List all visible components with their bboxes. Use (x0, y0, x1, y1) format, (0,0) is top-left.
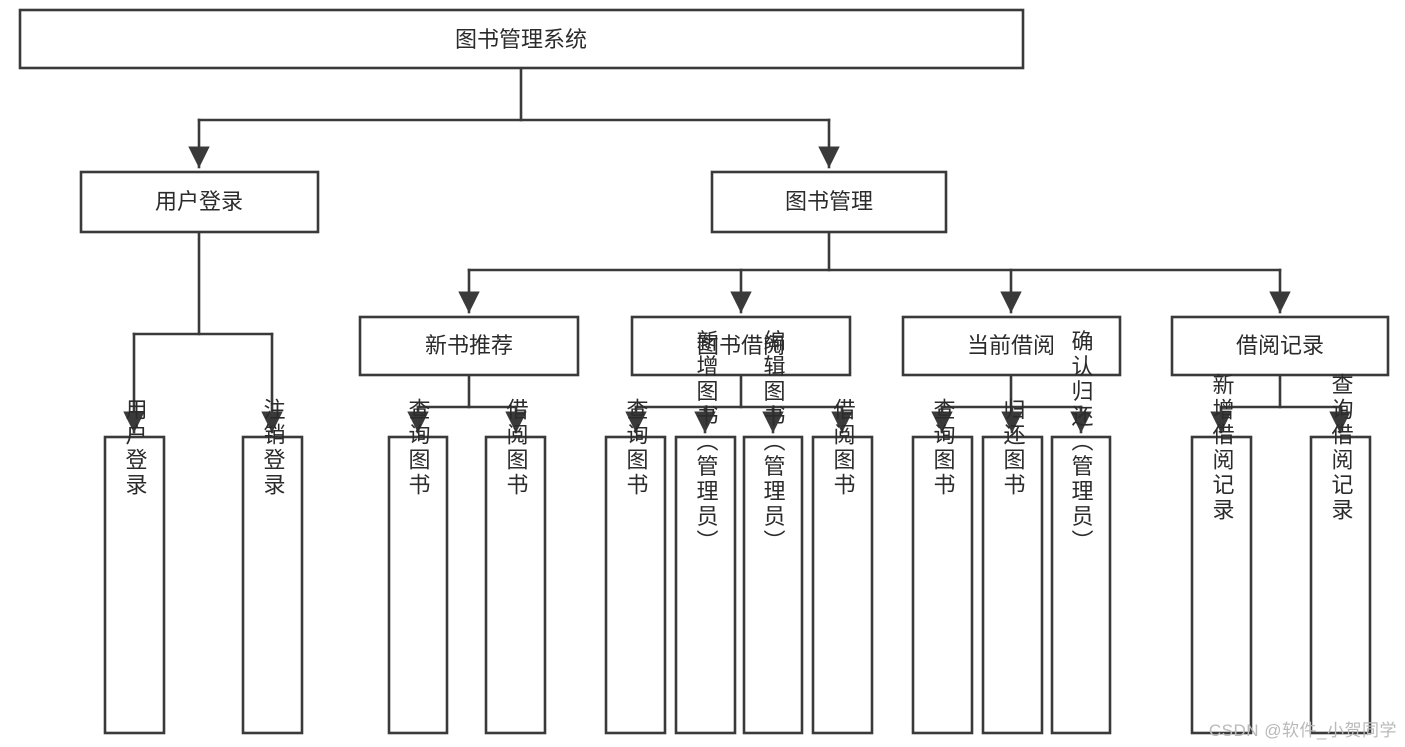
leaf-query-book-current-label: 查询图书 (931, 398, 956, 498)
leaf-logout-label: 注销登录 (261, 398, 286, 498)
leaf-borrow-book-label: 借阅图书 (831, 398, 856, 498)
leaf-user-login[interactable]: 用户登录 (103, 398, 166, 735)
leaf-add-book-box[interactable] (674, 435, 737, 735)
leaf-logout-box[interactable] (241, 435, 304, 735)
connector-group (123, 66, 1351, 434)
leaf-add-book-label: 新增图书（管理员） (694, 330, 719, 555)
leaf-query-book-borrow[interactable]: 查询图书 (604, 398, 667, 735)
node-new-book-recommend[interactable]: 新书推荐 (358, 315, 580, 377)
leaf-add-borrow-record[interactable]: 新增借阅记录 (1190, 373, 1253, 735)
node-book-borrow-box[interactable] (630, 315, 852, 377)
leaf-query-borrow-record-label: 查询借阅记录 (1329, 373, 1354, 523)
leaf-return-book[interactable]: 归还图书 (981, 398, 1044, 735)
leaf-return-book-box[interactable] (981, 435, 1044, 735)
node-new-book-recommend-box[interactable] (358, 315, 580, 377)
node-root[interactable]: 图书管理系统 (18, 8, 1025, 70)
node-user-login-box[interactable] (79, 170, 320, 234)
node-borrow-record-label: 借阅记录 (1236, 333, 1324, 358)
leaf-edit-book-box[interactable] (742, 435, 804, 735)
node-new-book-recommend-label: 新书推荐 (425, 333, 513, 358)
node-book-management-label: 图书管理 (785, 189, 873, 214)
node-borrow-record[interactable]: 借阅记录 (1170, 315, 1390, 377)
leaf-add-borrow-record-label: 新增借阅记录 (1210, 373, 1235, 523)
leaf-edit-book[interactable]: 编辑图书（管理员） (742, 330, 804, 735)
leaf-add-book[interactable]: 新增图书（管理员） (674, 330, 737, 735)
leaf-query-book-recommend-label: 查询图书 (406, 398, 431, 498)
leaf-query-book-current-box[interactable] (911, 435, 974, 735)
leaf-query-borrow-record-box[interactable] (1309, 435, 1372, 735)
node-root-box[interactable] (18, 8, 1025, 70)
leaf-borrow-book-recommend-label: 借阅图书 (504, 398, 529, 498)
leaf-borrow-book[interactable]: 借阅图书 (811, 398, 874, 735)
node-book-borrow-label: 图书借阅 (697, 333, 785, 358)
leaf-query-borrow-record[interactable]: 查询借阅记录 (1309, 373, 1372, 735)
node-current-borrow-label: 当前借阅 (967, 333, 1055, 358)
node-current-borrow-box[interactable] (901, 315, 1122, 377)
leaf-confirm-return[interactable]: 确认归还（管理员） (1050, 330, 1112, 735)
leaf-add-borrow-record-box[interactable] (1190, 435, 1253, 735)
node-book-management[interactable]: 图书管理 (710, 170, 948, 234)
node-current-borrow[interactable]: 当前借阅 (901, 315, 1122, 377)
leaf-borrow-book-recommend-box[interactable] (484, 435, 547, 735)
leaf-borrow-book-recommend[interactable]: 借阅图书 (484, 398, 547, 735)
leaf-user-login-label: 用户登录 (123, 398, 148, 498)
leaf-edit-book-label: 编辑图书（管理员） (761, 330, 786, 555)
leaf-query-book-recommend[interactable]: 查询图书 (387, 398, 449, 735)
leaf-logout[interactable]: 注销登录 (241, 398, 304, 735)
leaf-query-book-current[interactable]: 查询图书 (911, 398, 974, 735)
leaf-return-book-label: 归还图书 (1001, 398, 1026, 498)
leaf-query-book-borrow-label: 查询图书 (624, 398, 649, 498)
leaf-confirm-return-label: 确认归还（管理员） (1069, 330, 1094, 555)
csdn-watermark: CSDN @软件_小贺同学 (1208, 721, 1397, 740)
node-user-login-label: 用户登录 (155, 189, 243, 214)
node-book-management-box[interactable] (710, 170, 948, 234)
leaf-query-book-recommend-box[interactable] (387, 435, 449, 735)
leaf-query-book-borrow-box[interactable] (604, 435, 667, 735)
node-book-borrow[interactable]: 图书借阅 (630, 315, 852, 377)
leaf-confirm-return-box[interactable] (1050, 435, 1112, 735)
node-borrow-record-box[interactable] (1170, 315, 1390, 377)
node-user-login[interactable]: 用户登录 (79, 170, 320, 234)
node-root-label: 图书管理系统 (455, 27, 587, 52)
leaf-user-login-box[interactable] (103, 435, 166, 735)
leaf-borrow-book-box[interactable] (811, 435, 874, 735)
